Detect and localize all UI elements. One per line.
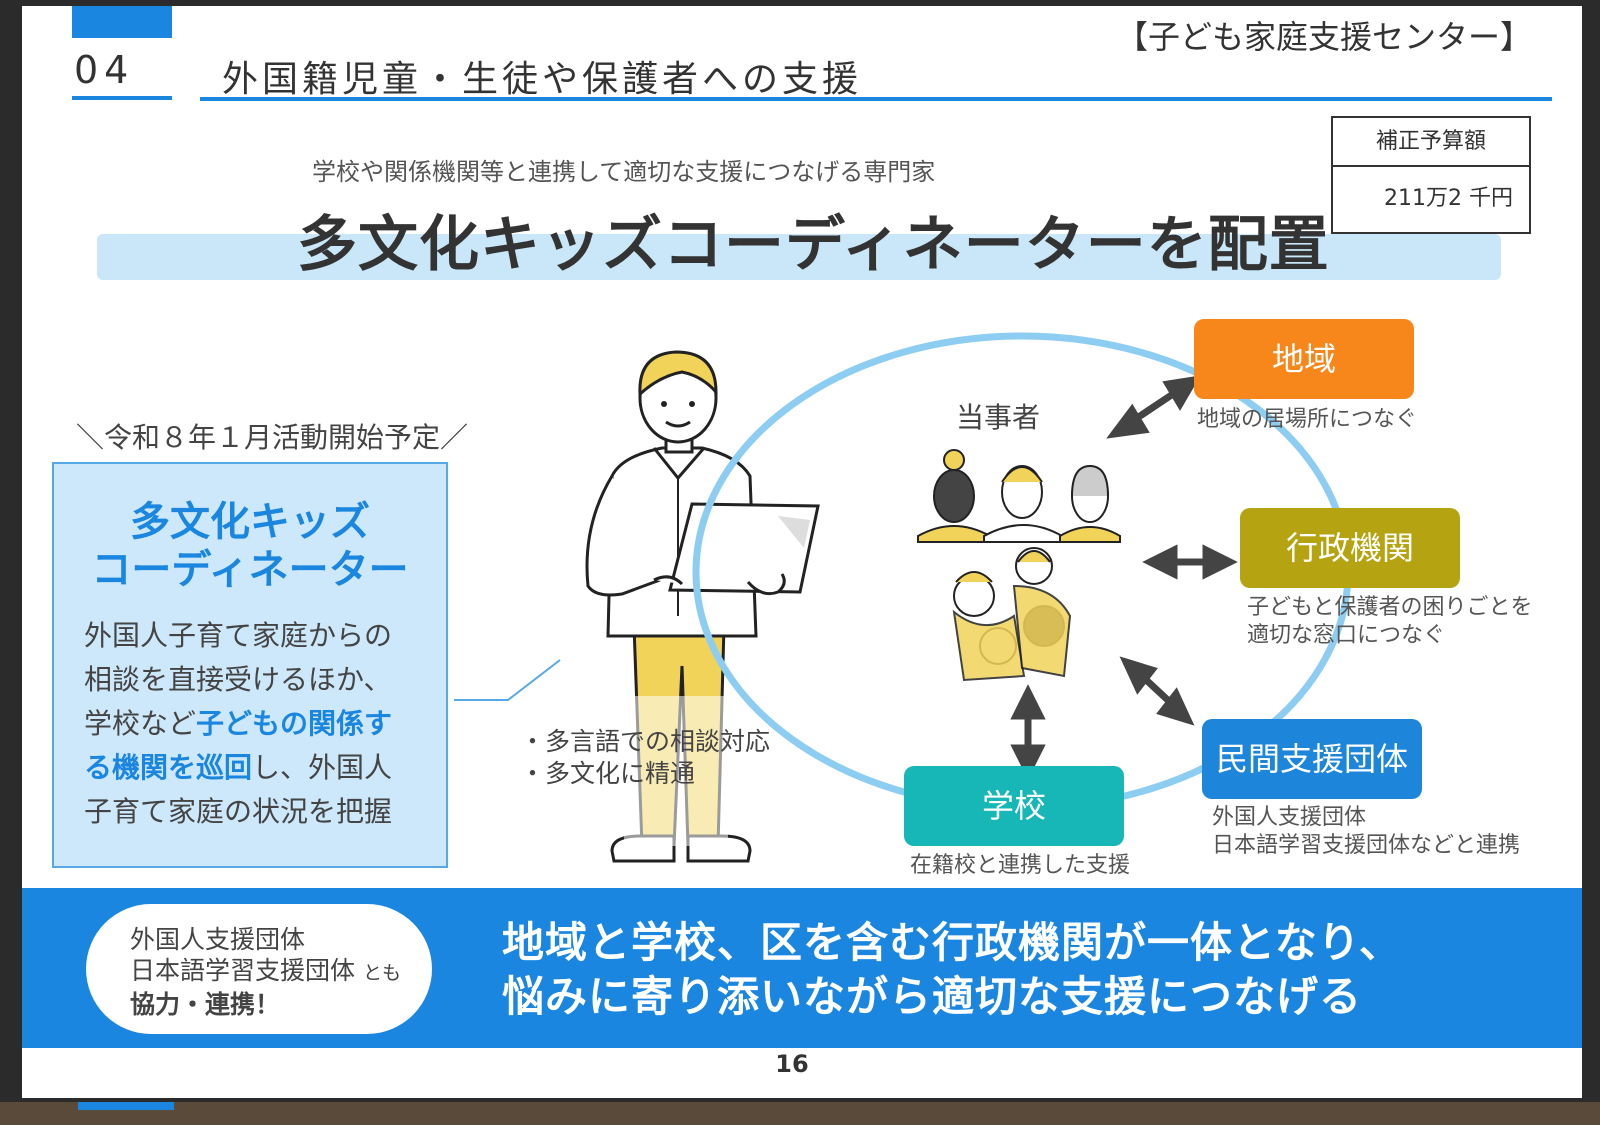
section-tab	[72, 6, 172, 38]
skill-item: ・多文化に精通	[520, 759, 696, 788]
schedule-note: ＼令和８年１月活動開始予定／	[76, 421, 469, 454]
skill-list: ・多言語での相談対応 ・多文化に精通	[520, 726, 770, 790]
node-government-caption: 子どもと保護者の困りごとを 適切な窓口につなぐ	[1247, 594, 1533, 650]
arrow-icons	[1010, 375, 1238, 780]
people-illustration	[917, 449, 1121, 682]
slogan: 地域と学校、区を含む行政機関が一体となり、 悩みに寄り添いながら適切な支援につな…	[502, 916, 1402, 1024]
pill-line: 日本語学習支援団体 とも	[130, 955, 401, 989]
organization-label: 【子ども家庭支援センター】	[1115, 18, 1532, 56]
budget-box: 補正予算額 211万2 千円	[1331, 116, 1531, 234]
cooperation-text: 外国人支援団体 日本語学習支援団体 とも 協力・連携！	[130, 924, 401, 1020]
card-body-highlight: る機関を巡回	[84, 751, 253, 784]
card-body-line: る機関を巡回し、外国人	[84, 746, 434, 790]
slogan-line: 地域と学校、区を含む行政機関が一体となり、	[502, 918, 1403, 967]
card-body: 外国人子育て家庭からの 相談を直接受けるほか、 学校など子どもの関係す る機関を…	[84, 614, 434, 834]
card-body-text: 学校など	[84, 707, 197, 740]
caption-line: 適切な窓口につなぐ	[1247, 623, 1446, 648]
page-title: 外国籍児童・生徒や保護者への支援	[222, 59, 863, 100]
section-number-underline	[72, 96, 172, 100]
next-slide-tab	[78, 1102, 174, 1110]
coordinator-illustration	[585, 350, 820, 863]
card-body-line: 外国人子育て家庭からの	[84, 619, 393, 652]
budget-value: 211万2 千円	[1384, 186, 1513, 211]
center-label: 当事者	[956, 401, 1041, 434]
node-government: 行政機関	[1240, 508, 1460, 588]
section-number: 04	[74, 48, 135, 92]
caption-line: 子どもと保護者の困りごとを	[1247, 595, 1533, 620]
node-school-caption: 在籍校と連携した支援	[910, 853, 1131, 878]
card-title-line1: 多文化キッズ	[130, 499, 370, 545]
budget-label: 補正予算額	[1333, 118, 1529, 167]
node-school: 学校	[904, 766, 1124, 846]
coordinator-card: 多文化キッズ コーディネーター 外国人子育て家庭からの 相談を直接受けるほか、 …	[52, 462, 448, 868]
subtitle: 学校や関係機関等と連携して適切な支援につなげる専門家	[312, 158, 936, 186]
node-community-caption: 地域の居場所につなぐ	[1197, 407, 1418, 432]
card-body-line: 子育て家庭の状況を把握	[84, 795, 393, 828]
card-body-line: 相談を直接受けるほか、	[84, 663, 392, 696]
node-community: 地域	[1194, 319, 1414, 399]
slogan-line: 悩みに寄り添いながら適切な支援につなげる	[502, 972, 1363, 1021]
node-private-support-caption: 外国人支援団体 日本語学習支援団体などと連携	[1212, 804, 1520, 860]
card-body-highlight: 子どもの関係す	[196, 707, 393, 740]
caption-line: 日本語学習支援団体などと連携	[1212, 833, 1521, 858]
card-body-line: 学校など子どもの関係す	[84, 702, 434, 746]
slide: 04 外国籍児童・生徒や保護者への支援 【子ども家庭支援センター】 補正予算額 …	[22, 6, 1582, 1098]
page-number: 16	[775, 1050, 809, 1078]
pill-line-emphasis: 協力・連携！	[130, 990, 281, 1019]
card-body-text: し、外国人	[252, 751, 393, 784]
cooperation-pill	[86, 904, 432, 1034]
pill-line-text: 日本語学習支援団体	[130, 956, 356, 985]
node-private-support: 民間支援団体	[1202, 719, 1422, 799]
title-underline	[200, 97, 1552, 101]
background-strip	[0, 1102, 1600, 1125]
card-title: 多文化キッズ コーディネーター	[54, 498, 446, 594]
title-banner	[97, 234, 1501, 280]
card-title-line2: コーディネーター	[91, 547, 409, 593]
skill-item: ・多言語での相談対応	[520, 727, 771, 756]
card-connector-line	[454, 659, 561, 701]
caption-line: 外国人支援団体	[1212, 805, 1367, 830]
pill-line-small: とも	[362, 962, 401, 984]
pill-line: 外国人支援団体	[130, 925, 306, 954]
main-title: 多文化キッズコーディネーターを配置	[297, 210, 1330, 280]
